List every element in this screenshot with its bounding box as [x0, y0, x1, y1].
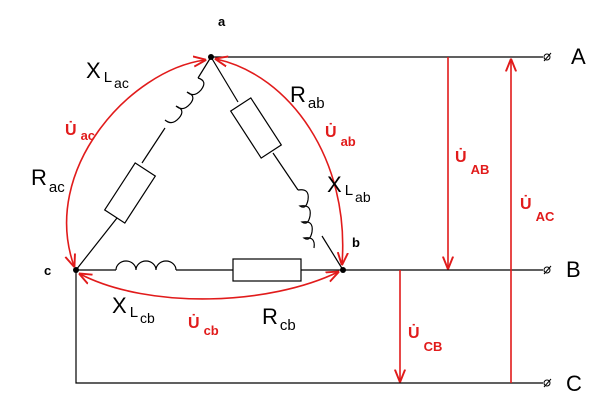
branch-ac [75, 56, 212, 271]
node-b-dot [340, 267, 346, 273]
terminal-marks [543, 52, 552, 388]
branch-cb [76, 258, 343, 282]
terminal-C-label: C [566, 371, 582, 396]
node-c-label: c [44, 263, 51, 278]
terminal-B-label: B [566, 257, 581, 282]
branch-ab [210, 56, 344, 271]
resistor-ab [229, 97, 283, 159]
node-a-dot [208, 54, 214, 60]
voltage-AC-label: U̇AC [520, 195, 555, 224]
resistor-ac [103, 162, 157, 224]
voltage-ac-label: U̇ac [65, 121, 95, 143]
voltage-cb-label: U̇cb [188, 314, 219, 338]
voltage-CB-label: U̇CB [408, 324, 442, 354]
line-c-wire [75, 270, 543, 384]
voltage-ab-label: U̇ab [325, 123, 356, 149]
resistor-cb [232, 258, 302, 282]
voltage-ac-arrow [67, 60, 205, 266]
terminal-A-label: A [571, 44, 586, 69]
voltage-ab-arrow [216, 59, 343, 264]
node-c-dot [73, 267, 79, 273]
inductor-cb-icon [115, 260, 177, 271]
voltage-AB-label: U̇AB [455, 148, 489, 177]
inductor-ac-icon [164, 77, 205, 124]
inductor-ab-icon [297, 189, 315, 249]
node-b-label: b [352, 235, 360, 250]
voltage-cb-arrow [80, 272, 338, 300]
node-a-label: a [218, 14, 226, 29]
